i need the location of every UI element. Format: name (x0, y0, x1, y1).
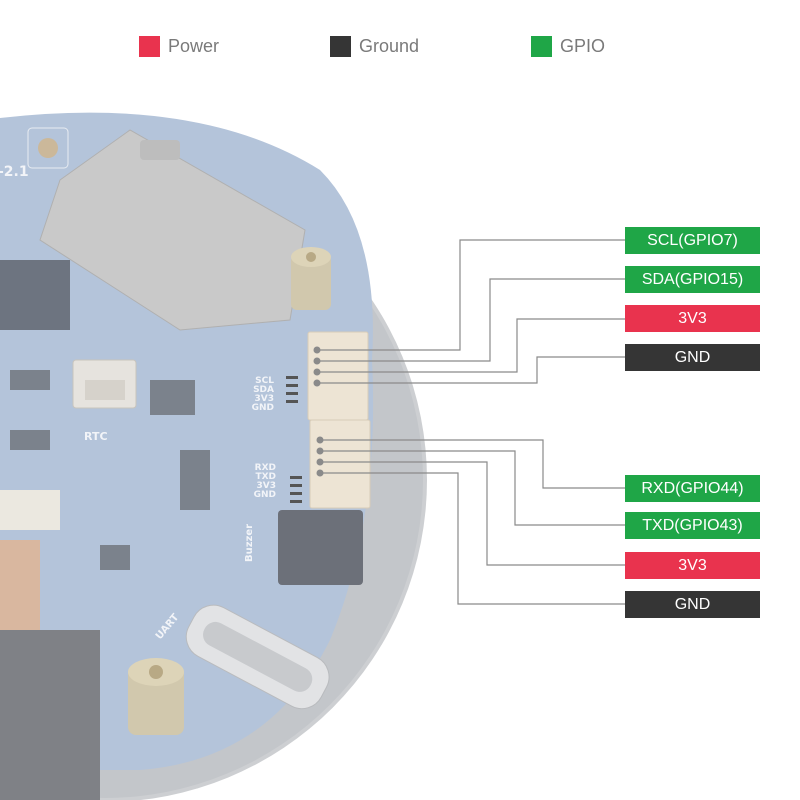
standoff-bottom-hole (149, 665, 163, 679)
usb-c-port (185, 604, 330, 710)
line-gnd-uart (320, 472, 625, 605)
dot (316, 447, 324, 455)
silk-buzzer: Buzzer (244, 524, 255, 562)
dot (313, 379, 321, 387)
line-gnd-i2c (317, 356, 625, 384)
legend: Power Ground GPIO (0, 36, 800, 60)
rtc-connector-socket (85, 380, 125, 400)
pin (290, 492, 302, 495)
legend-ground: Ground (330, 36, 419, 57)
legend-label: GPIO (560, 36, 606, 56)
pin (286, 400, 298, 403)
silk-3v3: 3V3 (255, 394, 275, 404)
pin-label-3v3-uart: 3V3 (625, 552, 760, 579)
board-version: -2.1 (0, 164, 29, 180)
dot (313, 368, 321, 376)
silk-scl: SCL (255, 376, 274, 386)
pin-label-txd: TXD(GPIO43) (625, 512, 760, 539)
legend-label: Ground (359, 36, 420, 56)
dot (313, 357, 321, 365)
dot (313, 346, 321, 354)
line-3v3-i2c (317, 318, 625, 373)
dot (316, 469, 324, 477)
fpc-connector (0, 490, 60, 530)
power-swatch (139, 36, 160, 57)
i2c-connector (307, 331, 369, 421)
silk-3v3: 3V3 (257, 481, 277, 491)
standoff-top-hole (306, 252, 316, 262)
ic (150, 380, 195, 415)
pin-label-gnd-uart: GND (625, 591, 760, 618)
transistor (100, 545, 130, 570)
legend-label: Power (168, 36, 220, 56)
line-txd (320, 450, 625, 526)
line-3v3-uart (320, 461, 625, 566)
pin (286, 392, 298, 395)
pin (290, 476, 302, 479)
pin (290, 500, 302, 503)
sd-card-slot (39, 129, 306, 331)
gpio-swatch (531, 36, 552, 57)
flex-cable (0, 540, 40, 630)
leader-lines (317, 239, 625, 605)
battery (0, 630, 100, 800)
silk-txd: TXD (255, 472, 276, 482)
line-rxd (320, 439, 625, 489)
antenna-connector (38, 138, 58, 158)
connector-pins (286, 376, 302, 503)
pin-label-rxd: RXD(GPIO44) (625, 475, 760, 502)
pin (286, 376, 298, 379)
pin-label-sda: SDA(GPIO15) (625, 266, 760, 293)
usb-c-opening (203, 621, 313, 692)
silk-rtc: RTC (84, 430, 108, 443)
regulator (180, 450, 210, 510)
silk-sda: SDA (253, 385, 274, 395)
transistor (10, 430, 50, 450)
antenna-outline (27, 127, 69, 169)
line-scl (317, 239, 625, 351)
silk-gnd: GND (252, 403, 274, 413)
silk-rxd: RXD (255, 463, 276, 473)
uart-connector (309, 419, 371, 509)
ground-swatch (330, 36, 351, 57)
pin-label-scl: SCL(GPIO7) (625, 227, 760, 254)
buzzer (278, 510, 363, 585)
dot (316, 436, 324, 444)
sd-card-latch (140, 140, 180, 160)
pin (290, 484, 302, 487)
legend-power: Power (139, 36, 219, 57)
pin-label-3v3-i2c: 3V3 (625, 305, 760, 332)
pin (286, 384, 298, 387)
standoff-top (291, 255, 331, 310)
silk-gnd: GND (254, 490, 276, 500)
line-sda (317, 278, 625, 362)
chip (0, 260, 70, 330)
pin-dots (313, 346, 324, 477)
pin-label-gnd-i2c: GND (625, 344, 760, 371)
legend-gpio: GPIO (531, 36, 605, 57)
transistor (10, 370, 50, 390)
dot (316, 458, 324, 466)
